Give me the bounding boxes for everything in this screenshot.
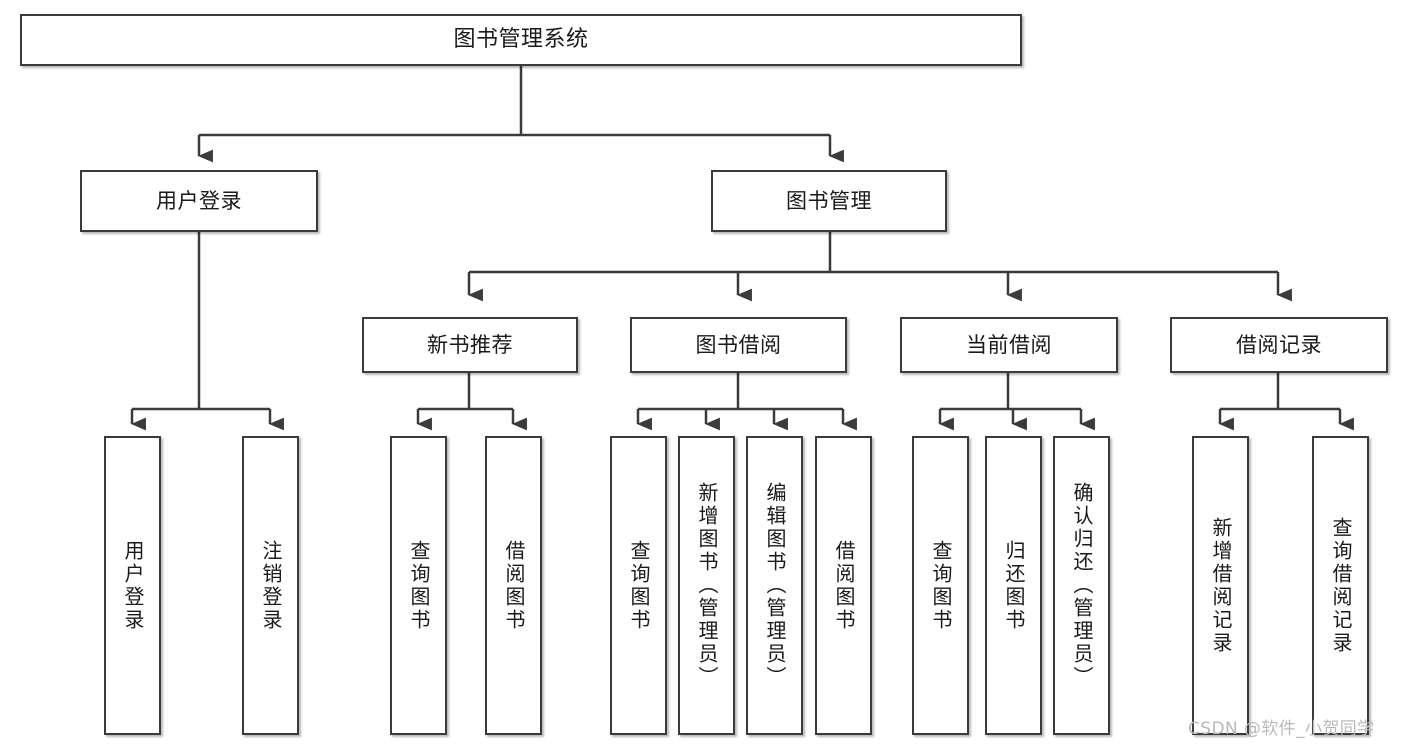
node-label: 注销登录 bbox=[259, 539, 283, 632]
leaf-new-book-query[interactable]: 查询图书 bbox=[390, 436, 447, 735]
node-label: 归还图书 bbox=[1002, 539, 1026, 632]
leaf-user-login-login[interactable]: 用户登录 bbox=[104, 436, 161, 735]
node-label: 用户登录 bbox=[156, 188, 242, 213]
node-label: 图书管理 bbox=[786, 188, 872, 213]
node-new-book-recommend[interactable]: 新书推荐 bbox=[362, 317, 578, 373]
node-label: 新增图书（管理员） bbox=[695, 482, 719, 689]
leaf-book-borrow-add-admin[interactable]: 新增图书（管理员） bbox=[678, 436, 735, 735]
leaf-current-borrow-return[interactable]: 归还图书 bbox=[985, 436, 1042, 735]
node-label: 借阅图书 bbox=[502, 539, 526, 632]
node-label: 新书推荐 bbox=[427, 332, 513, 357]
node-label: 当前借阅 bbox=[966, 332, 1052, 357]
node-label: 图书借阅 bbox=[695, 332, 782, 357]
node-current-borrow[interactable]: 当前借阅 bbox=[900, 317, 1118, 373]
node-label: 新增借阅记录 bbox=[1209, 516, 1233, 655]
node-label: 编辑图书（管理员） bbox=[763, 482, 787, 689]
node-label: 查询借阅记录 bbox=[1329, 516, 1353, 655]
leaf-book-borrow-borrow[interactable]: 借阅图书 bbox=[815, 436, 872, 735]
node-root-book-management-system[interactable]: 图书管理系统 bbox=[20, 14, 1022, 66]
leaf-book-borrow-query[interactable]: 查询图书 bbox=[610, 436, 667, 735]
leaf-borrow-record-add[interactable]: 新增借阅记录 bbox=[1192, 436, 1249, 735]
node-user-login[interactable]: 用户登录 bbox=[80, 170, 318, 232]
leaf-current-borrow-query[interactable]: 查询图书 bbox=[912, 436, 969, 735]
leaf-borrow-record-query[interactable]: 查询借阅记录 bbox=[1312, 436, 1369, 735]
leaf-new-book-borrow[interactable]: 借阅图书 bbox=[485, 436, 542, 735]
node-book-borrow[interactable]: 图书借阅 bbox=[630, 317, 847, 373]
node-book-management[interactable]: 图书管理 bbox=[711, 170, 947, 232]
csdn-watermark: CSDN @软件_小贺同学 bbox=[1188, 719, 1375, 739]
leaf-user-login-logout[interactable]: 注销登录 bbox=[242, 436, 299, 735]
node-label: 查询图书 bbox=[407, 539, 431, 632]
node-label: 图书管理系统 bbox=[453, 27, 589, 53]
node-label: 查询图书 bbox=[627, 539, 651, 632]
node-label: 用户登录 bbox=[121, 539, 145, 632]
node-borrow-record[interactable]: 借阅记录 bbox=[1170, 317, 1388, 373]
leaf-current-borrow-confirm-return-admin[interactable]: 确认归还（管理员） bbox=[1053, 436, 1110, 735]
node-label: 借阅图书 bbox=[832, 539, 856, 632]
node-label: 查询图书 bbox=[929, 539, 953, 632]
node-label: 借阅记录 bbox=[1236, 332, 1322, 357]
node-label: 确认归还（管理员） bbox=[1070, 482, 1094, 689]
leaf-book-borrow-edit-admin[interactable]: 编辑图书（管理员） bbox=[746, 436, 803, 735]
